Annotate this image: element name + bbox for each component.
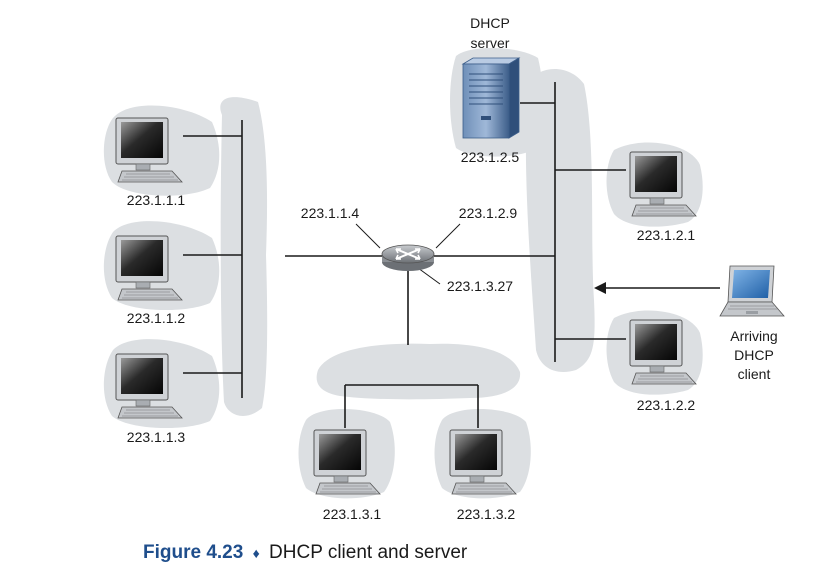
figure-caption: Figure 4.23 ♦ DHCP client and server [143, 542, 467, 564]
laptop-icon [719, 265, 785, 317]
dhcp-server-icon [461, 57, 521, 139]
server-ip-label: 223.1.2.5 [461, 149, 520, 165]
caption-separator: ♦ [252, 545, 260, 561]
server-title-line1: DHCP [470, 15, 510, 31]
host-ip-label: 223.1.3.1 [323, 506, 382, 522]
server-title-line2: server [471, 35, 510, 51]
router-if1-label: 223.1.1.4 [301, 205, 360, 221]
host-ip-label: 223.1.3.2 [457, 506, 516, 522]
caption-text: DHCP client and server [269, 542, 468, 563]
client-label-line2: DHCP [734, 347, 774, 363]
router-icon [381, 244, 435, 271]
host-ip-label: 223.1.1.3 [127, 429, 186, 445]
host-ip-label: 223.1.2.2 [637, 397, 696, 413]
router-if2-label: 223.1.2.9 [459, 205, 518, 221]
router-if3-label: 223.1.3.27 [447, 278, 513, 294]
figure-number: Figure 4.23 [143, 542, 244, 563]
host-ip-label: 223.1.2.1 [637, 227, 696, 243]
host-ip-label: 223.1.1.1 [127, 192, 186, 208]
labels: DHCP server 223.1.2.5 223.1.1.1 223.1.1.… [127, 15, 778, 522]
wires [183, 82, 626, 428]
client-label-line3: client [738, 366, 771, 382]
host-ip-label: 223.1.1.2 [127, 310, 186, 326]
client-label-line1: Arriving [730, 328, 777, 344]
arrival-arrow [594, 282, 720, 294]
